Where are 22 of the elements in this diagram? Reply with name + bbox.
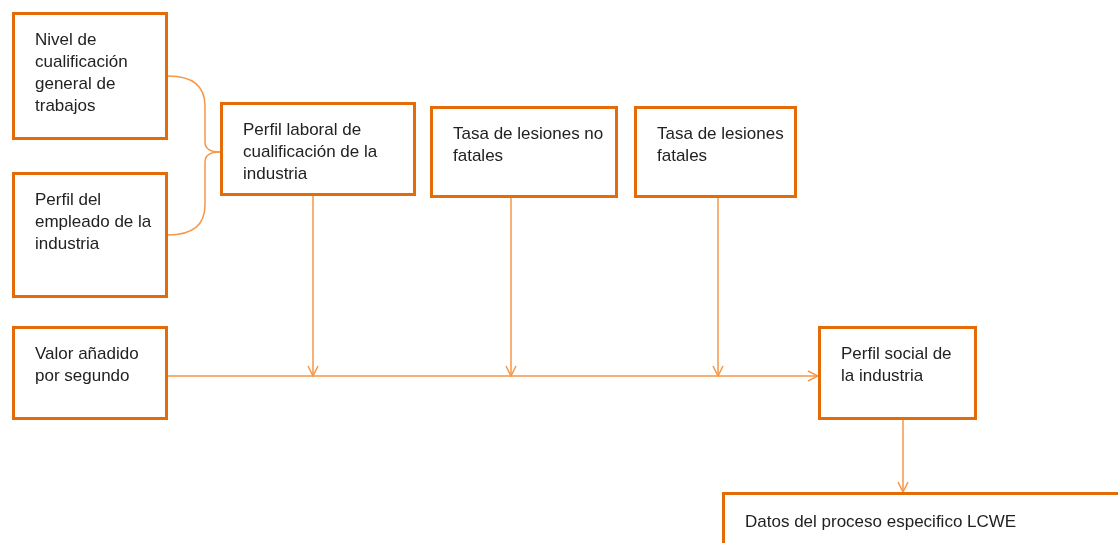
- box-label: Datos del proceso especifico LCWE: [745, 511, 1018, 533]
- process-box: [12, 172, 168, 298]
- arrow: [167, 370, 819, 382]
- box-label: Perfil del empleado de la industria: [35, 189, 153, 256]
- box-label: Tasa de lesiones fatales: [657, 123, 785, 168]
- process-box: [722, 492, 1118, 543]
- box-label: Perfil laboral de cualificación de la industria: [243, 119, 379, 186]
- box-label: Nivel de cualificación general de trabajos: [35, 29, 129, 118]
- process-box: [12, 12, 168, 140]
- brace-connector: [167, 151, 221, 236]
- arrow: [897, 419, 909, 493]
- arrow: [712, 197, 724, 377]
- process-box: [818, 326, 977, 420]
- process-box: [12, 326, 168, 420]
- box-label: Tasa de lesiones no fatales: [453, 123, 605, 168]
- process-box: [220, 102, 416, 196]
- box-label: Valor añadido por segundo: [35, 343, 140, 388]
- process-box: [634, 106, 797, 198]
- box-label: Perfil social de la industria: [841, 343, 953, 388]
- process-box: [430, 106, 618, 198]
- arrow: [307, 195, 319, 377]
- arrow: [505, 197, 517, 377]
